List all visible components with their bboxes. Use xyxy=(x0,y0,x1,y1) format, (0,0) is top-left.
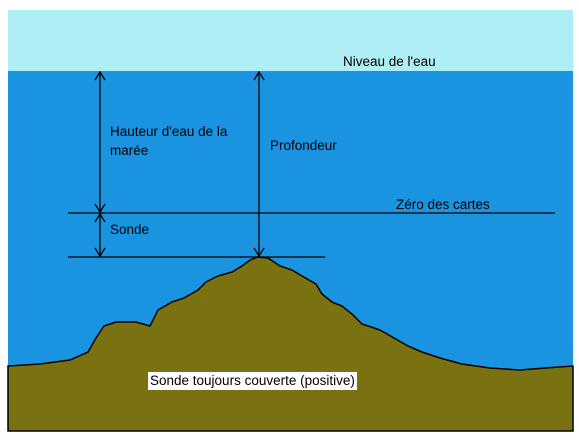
water-level-label: Niveau de l'eau xyxy=(343,54,436,69)
chart-datum-label: Zéro des cartes xyxy=(396,197,490,212)
sky-band xyxy=(8,10,573,71)
tide-height-label: Hauteur d'eau de la marée xyxy=(110,124,228,158)
depth-label: Profondeur xyxy=(270,138,337,153)
depth-arrow xyxy=(253,70,265,258)
tide-height-arrow xyxy=(94,70,106,214)
always-covered-label: Sonde toujours couverte (positive) xyxy=(148,372,357,390)
sounding-arrow xyxy=(94,212,106,258)
sounding-label: Sonde xyxy=(110,222,150,237)
